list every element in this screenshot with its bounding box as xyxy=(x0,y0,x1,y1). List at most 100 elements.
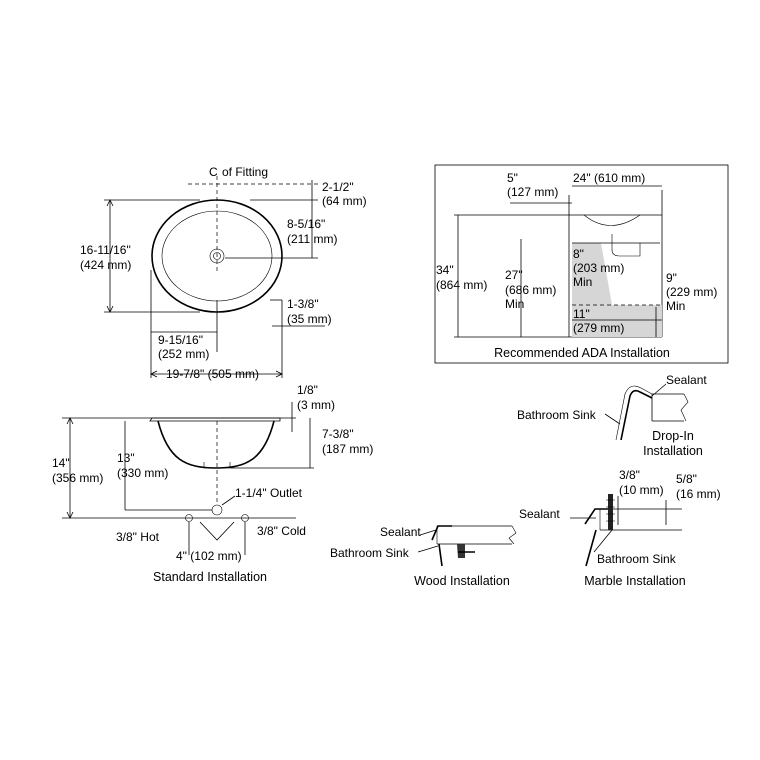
drop-in-sink-inner xyxy=(615,385,653,441)
drop-in-sealant-label: Sealant xyxy=(666,373,707,387)
marble-anchor-threads xyxy=(606,499,615,522)
ada-trap-pipe xyxy=(611,234,641,257)
dim-width-arrows xyxy=(150,370,283,378)
sink-bowl-profile xyxy=(157,420,275,469)
wood-counter xyxy=(437,525,512,545)
cold-supply-icon xyxy=(241,514,249,522)
wood-sealant-label: Sealant xyxy=(380,525,421,539)
ada-dim-5-mm: (127 mm) xyxy=(507,185,558,199)
marble-dim-5-8: 5/8" xyxy=(676,472,697,486)
marble-installation: Sealant 3/8" (10 mm) 5/8" (16 mm) Bathro… xyxy=(519,468,721,588)
wood-sink-label: Bathroom Sink xyxy=(330,546,410,560)
dim-16-11-16: 16-11/16" xyxy=(80,243,131,257)
centerline-symbol: C xyxy=(209,165,218,179)
marble-sink-label: Bathroom Sink xyxy=(597,552,677,566)
ada-dim-27-min: Min xyxy=(505,297,524,311)
wood-break-line xyxy=(508,525,517,545)
marble-sealant-label: Sealant xyxy=(519,507,560,521)
outlet-icon xyxy=(211,504,223,516)
drop-in-sink-label: Bathroom Sink xyxy=(517,408,597,422)
top-view: C of Fitting 2-1/2" (64 mm) 8-5/16" (211… xyxy=(80,165,367,381)
dim-8-5-16: 8-5/16" xyxy=(287,217,325,231)
drop-in-caption-2: Installation xyxy=(643,444,703,458)
dim-1-3-8: 1-3/8" xyxy=(287,297,319,311)
cold-label: 3/8" Cold xyxy=(257,524,306,538)
wood-clip-icon xyxy=(457,544,465,558)
ada-dim-9-min: Min xyxy=(666,299,685,313)
standard-caption: Standard Installation xyxy=(153,570,267,584)
ada-dim-34-mm: (864 mm) xyxy=(436,278,487,292)
dim-7-3-8: 7-3/8" xyxy=(322,427,354,441)
dim-2-1-2: 2-1/2" xyxy=(322,180,354,194)
dim-9-15-16-mm: (252 mm) xyxy=(158,347,209,361)
marble-anchor-icon xyxy=(608,494,613,530)
hot-supply-icon xyxy=(185,514,193,522)
wood-installation: Sealant Bathroom Sink Wood Installation xyxy=(330,525,517,588)
dim-14: 14" xyxy=(52,456,70,470)
dim-9-15-16: 9-15/16" xyxy=(158,333,203,347)
dim-1-3-8-mm: (35 mm) xyxy=(287,312,332,326)
drain-inner-icon xyxy=(213,252,221,260)
ada-dim-8-mm: (203 mm) xyxy=(573,261,624,275)
dim-13-mm: (330 mm) xyxy=(117,466,168,480)
wood-sealant-leader xyxy=(419,529,437,536)
drop-in-sink-leader xyxy=(604,413,621,425)
standard-installation: 1/8" (3 mm) 7-3/8" (187 mm) 14" (356 mm)… xyxy=(52,383,373,584)
wood-sink-wall xyxy=(438,543,443,567)
drain-outer-icon xyxy=(209,248,225,264)
centerline-label: of Fitting xyxy=(222,165,268,179)
marble-sink-rim xyxy=(584,508,610,525)
drop-in-counter xyxy=(651,393,684,422)
ada-dim-27: 27" xyxy=(505,268,523,282)
ada-knee-clearance xyxy=(572,243,662,337)
wood-sink-rim xyxy=(431,525,452,541)
dim-16-11-16-mm: (424 mm) xyxy=(80,258,131,272)
outlet-label: 1-1/4" Outlet xyxy=(235,486,303,500)
sink-rim xyxy=(149,417,281,422)
spacing-arrows xyxy=(199,521,235,541)
marble-dim-5-8-mm: (16 mm) xyxy=(676,487,721,501)
marble-counter xyxy=(600,508,682,531)
spacing-label: 4" (102 mm) xyxy=(176,549,242,563)
ada-sink-bowl xyxy=(583,214,641,226)
marble-sink-leader xyxy=(593,529,613,553)
ada-dim-8-min: Min xyxy=(573,275,592,289)
dim-1-8: 1/8" xyxy=(297,383,318,397)
dim-2-1-2-mm: (64 mm) xyxy=(322,194,367,208)
dim-8-5-16-mm: (211 mm) xyxy=(287,232,337,246)
dim-height-arrows xyxy=(106,199,114,313)
dim-14-mm: (356 mm) xyxy=(52,471,103,485)
marble-caption: Marble Installation xyxy=(584,574,685,588)
dim-13: 13" xyxy=(117,451,135,465)
marble-sink-wall xyxy=(585,529,597,567)
ada-dim-11: 11" xyxy=(573,307,590,321)
ada-frame xyxy=(434,164,729,364)
ada-dim-24: 24" (610 mm) xyxy=(573,171,645,185)
drop-in-caption-1: Drop-In xyxy=(652,429,694,443)
ada-dim-9-mm: (229 mm) xyxy=(666,285,717,299)
dim-7-3-8-mm: (187 mm) xyxy=(322,442,373,456)
ada-installation: 5" (127 mm) 24" (610 mm) 34" (864 mm) 27… xyxy=(434,164,729,364)
dim-19-7-8: 19-7/8" (505 mm) xyxy=(166,367,259,381)
ada-caption: Recommended ADA Installation xyxy=(494,346,670,360)
drop-in-break-line xyxy=(680,393,689,422)
drop-in-sealant-leader xyxy=(651,383,667,397)
drop-in-sink-profile xyxy=(620,389,653,441)
wood-caption: Wood Installation xyxy=(414,574,510,588)
marble-dim-3-8: 3/8" xyxy=(619,468,640,482)
outlet-leader xyxy=(221,495,236,506)
marble-dim-3-8-mm: (10 mm) xyxy=(619,483,664,497)
drop-in-installation: Sealant Bathroom Sink Drop-In Installati… xyxy=(517,373,707,458)
wood-sink-leader xyxy=(417,545,439,553)
ada-dim-11-mm: (279 mm) xyxy=(573,321,624,335)
dim-14-arrows xyxy=(66,417,74,519)
hot-label: 3/8" Hot xyxy=(116,530,160,544)
ada-dim-34: 34" xyxy=(436,263,454,277)
ada-dim-8: 8" xyxy=(573,247,584,261)
ada-dim-9: 9" xyxy=(666,271,677,285)
dim-1-8-mm: (3 mm) xyxy=(297,398,335,412)
sink-drain-profile xyxy=(203,462,231,469)
ada-dim-27-mm: (686 mm) xyxy=(505,283,556,297)
